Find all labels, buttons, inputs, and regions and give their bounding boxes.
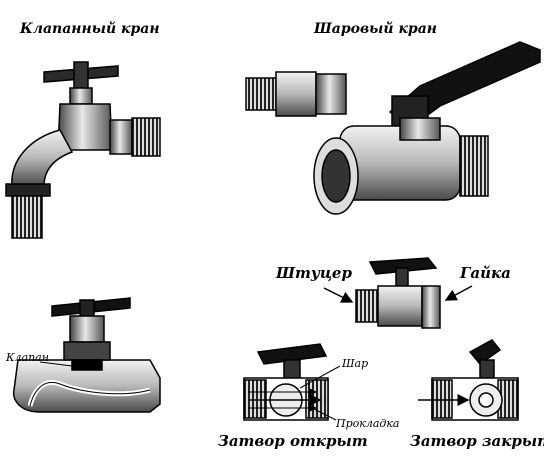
ball-valve-open-cutaway [243,343,329,421]
title-valve-tap: Клапанный кран [20,21,160,37]
valve-tap-illustration [5,61,161,239]
label-nut: Гайка [460,264,511,282]
nut-arrow [444,285,473,301]
ball-valve-illustration [245,41,541,215]
label-ball: Шар [342,357,369,370]
label-open: Затвор открыт [218,432,368,450]
valve-tap-cutaway [12,297,161,413]
gasket-leader [311,407,337,421]
ball-leader [299,365,341,389]
title-ball-valve: Шаровый кран [314,21,437,37]
label-valve: Клапан [6,351,49,364]
label-gasket: Прокладка [336,417,400,430]
label-fitting: Штуцер [276,264,352,282]
fitting-arrow [323,287,354,303]
ball-valve-closed-cutaway [418,339,519,421]
ball-valve-small [355,257,441,329]
label-closed: Затвор закрыт [410,432,544,450]
